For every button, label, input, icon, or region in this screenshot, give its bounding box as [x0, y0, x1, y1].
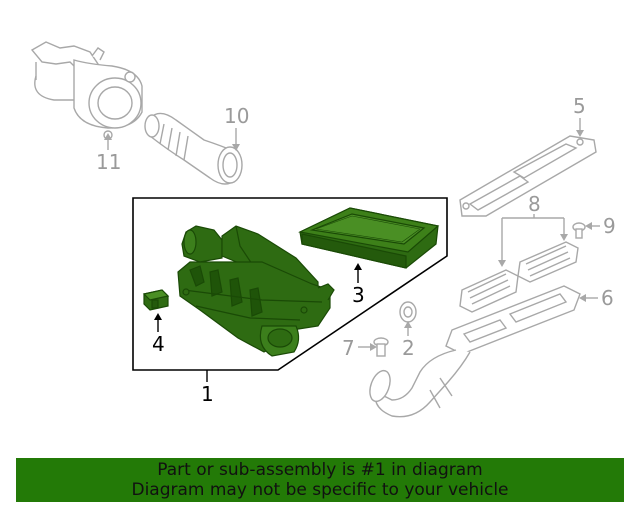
callout-8: 8	[528, 192, 541, 216]
arrowhead-8a	[498, 260, 506, 267]
part-11-throttle-housing	[30, 41, 143, 140]
arrowhead-3	[354, 263, 362, 270]
callout-1: 1	[201, 382, 214, 406]
arrowhead-2	[404, 321, 412, 328]
part-9-screw	[572, 222, 586, 239]
part-5-air-duct	[459, 135, 597, 217]
arrowhead-4	[154, 313, 162, 320]
callout-5: 5	[573, 94, 586, 118]
leader-8	[501, 214, 565, 262]
parts-diagram	[30, 41, 600, 418]
callout-9: 9	[603, 214, 616, 238]
arrowhead-11	[104, 133, 112, 140]
arrowhead-9	[585, 222, 592, 230]
callout-6: 6	[601, 286, 614, 310]
arrowhead-7	[370, 343, 377, 351]
arrowhead-8b	[560, 234, 568, 241]
callout-2: 2	[402, 336, 415, 360]
callout-3: 3	[352, 283, 365, 307]
part-2-grommet	[399, 301, 417, 323]
part-10-hose	[144, 112, 243, 185]
arrowhead-5	[576, 130, 584, 137]
part-8-inlet-grilles	[459, 241, 579, 313]
notice-line-1: Part or sub-assembly is #1 in diagram	[157, 460, 483, 480]
callout-4: 4	[152, 332, 165, 356]
part-1-group-frame	[132, 197, 448, 371]
part-7-bolt	[373, 337, 389, 357]
callout-11: 11	[96, 150, 122, 174]
part-4-sensor	[142, 289, 170, 311]
part-3-filter-element	[298, 207, 440, 269]
part-1-air-cleaner	[177, 225, 335, 357]
notice-line-2: Diagram may not be specific to your vehi…	[131, 480, 509, 500]
notice-banner: Part or sub-assembly is #1 in diagram Di…	[16, 458, 624, 502]
callout-7: 7	[342, 336, 355, 360]
callout-10: 10	[224, 104, 250, 128]
arrowhead-10	[232, 144, 240, 151]
arrowhead-6	[579, 294, 586, 302]
part-6-resonator-duct	[369, 285, 581, 418]
